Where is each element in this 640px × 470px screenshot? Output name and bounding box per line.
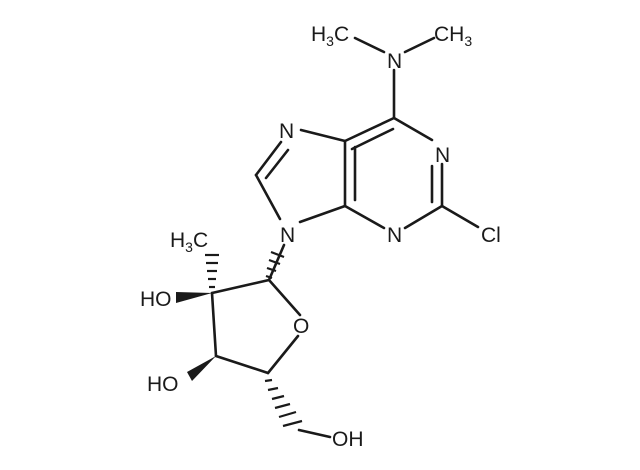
bond-n3-to-c4 xyxy=(343,204,386,230)
label-amine-nitrogen: N xyxy=(387,50,402,73)
bond-c2-prime-to-c1-prime xyxy=(210,278,271,295)
label-hydroxyl-3-prime: HO xyxy=(147,373,179,396)
bond-amine-n-to-methyl-right xyxy=(403,36,436,54)
label-nitrogen-n9: N xyxy=(280,224,295,247)
bond-c6-to-n1 xyxy=(392,116,434,142)
bond-c5-prime-to-oh xyxy=(297,428,332,439)
bond-n7-to-c8-double xyxy=(264,148,290,180)
label-methyl-left: H3C xyxy=(311,23,349,49)
label-chlorine: Cl xyxy=(481,224,501,247)
label-hydroxyl-2-prime: HO xyxy=(140,288,172,311)
bond-c8-to-n9 xyxy=(254,173,282,221)
label-nitrogen-n1: N xyxy=(435,144,450,167)
hash-c2-prime-to-methyl xyxy=(205,253,219,289)
label-ring-oxygen: O xyxy=(293,315,309,338)
label-nitrogen-n3: N xyxy=(387,224,402,247)
bond-c5-to-c6 xyxy=(343,116,396,143)
bond-c2-to-n3 xyxy=(403,204,444,230)
label-hydroxyl-5-prime: OH xyxy=(332,428,364,451)
bond-n7-to-c8 xyxy=(254,140,283,177)
label-methyl-right: CH3 xyxy=(434,23,472,49)
bond-methyl-left-to-amine-n xyxy=(353,36,386,54)
wedge-c2-prime-to-hydroxyl xyxy=(176,292,212,303)
bond-c6-to-c5-double xyxy=(350,127,395,151)
hash-c4-prime-to-c5-prime xyxy=(264,378,303,428)
bond-c1-prime-to-ring-o xyxy=(267,278,302,317)
bond-c2-to-chlorine xyxy=(440,204,480,229)
bond-c3-prime-to-c2-prime xyxy=(210,291,218,358)
hash-c1-prime-to-n9 xyxy=(265,250,285,280)
label-nitrogen-n7: N xyxy=(279,120,294,143)
bond-c5-to-n7 xyxy=(299,128,347,143)
wedge-c3-prime-to-hydroxyl xyxy=(187,356,216,381)
bond-c4-prime-to-c3-prime xyxy=(214,354,270,375)
label-methyl-ribose: H3C xyxy=(170,229,208,255)
bond-n9-to-c4 xyxy=(298,204,347,224)
bond-ring-o-to-c4-prime xyxy=(266,334,300,375)
